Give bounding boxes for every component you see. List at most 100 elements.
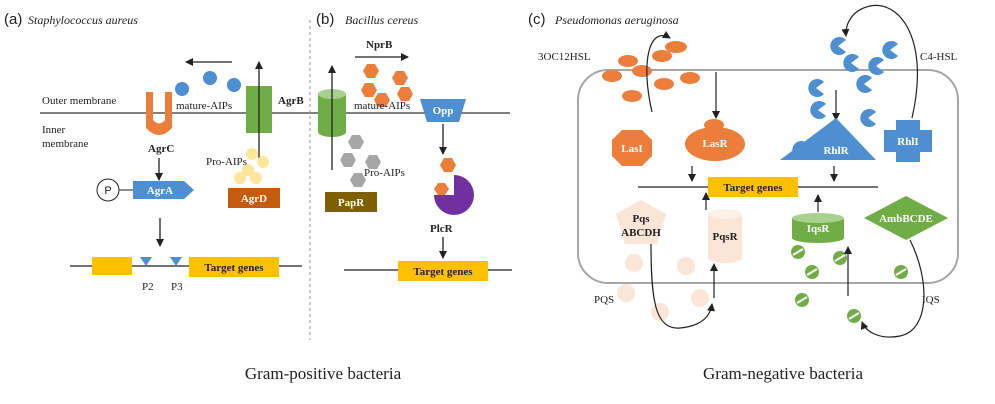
pqs-dot [677,257,695,275]
oc12hsl-export-arrow [646,30,671,113]
mature-aip-hex [374,93,390,107]
phospho-label: P [104,185,111,197]
target-genes-box-a [189,257,279,277]
pqsr-cylinder [708,214,742,258]
pro-aip-dot [257,156,269,168]
oc12hsl-label: 3OC12HSL [538,51,591,63]
oc12hsl-blob [602,70,622,82]
rhlr-triangle [780,118,876,160]
panel-b-organism: Bacillus cereus [345,13,419,27]
oc12hsl-blob [654,78,674,90]
iqs-dot [847,309,861,323]
c4hsl-pac [882,41,898,59]
pro-aip-hex [350,173,366,187]
target-genes-box-b [398,261,488,281]
agrc-label: AgrC [148,143,174,155]
iqs-dot [791,245,805,259]
agra-box [133,181,194,199]
pro-aip-hex [365,155,381,169]
c4hsl-pac [843,54,859,72]
agrd-label: AgrD [241,193,267,205]
mature-aip-hex [361,83,377,97]
c4hsl-export-arrow [841,4,918,119]
panel-c-organism: Pseudomonas aeruginosa [554,13,679,27]
p3-triangle [170,257,182,266]
rhlr-bound-pac [792,141,808,159]
pro-aip-dot [250,172,262,184]
inner-membrane-label-2: membrane [42,138,89,150]
pro-aips-label-b: Pro-AIPs [364,167,405,179]
rhlr-label: RhlR [823,145,849,157]
panel-a-letter: (a) [4,11,22,28]
pqs-label: PQS [594,294,614,306]
bound-aip-hex [440,158,456,172]
lasi-label: LasI [621,143,642,155]
lasi-octagon [612,130,652,166]
pqs-dot [691,289,709,307]
pro-aips-label-a: Pro-AIPs [206,156,247,168]
papr-box [325,192,377,212]
lasr-receptor [685,127,745,161]
iqs-dot [795,293,809,307]
mature-aip-hex [392,71,408,85]
pqsr-cylinder-bottom [708,253,742,263]
agrd-box [228,188,280,208]
panel-b-letter: (b) [316,11,334,28]
nprb-label: NprB [366,39,393,51]
c4hsl-pac [856,75,872,93]
iqs-dot [833,251,847,265]
oc12hsl-blob [618,55,638,67]
opp-transporter [420,99,466,122]
iqs-loop-arrow [860,239,925,338]
iqsr-cylinder-bottom [792,233,844,243]
target-genes-label-b: Target genes [413,266,473,278]
iqs-label: IQS [922,294,940,306]
p2-label: P2 [142,281,154,293]
iqs-dot [805,265,819,279]
plcr-label: PlcR [430,223,454,235]
rhli-label: RhlI [897,136,918,148]
p3-label: P3 [171,281,183,293]
gram-negative-caption: Gram-negative bacteria [703,364,863,383]
oc12hsl-blob [632,65,652,77]
gene-box-a [92,257,132,275]
pqsr-cylinder-top [708,209,742,219]
p2-triangle [140,257,152,266]
pro-aip-hex [348,135,364,149]
oc12hsl-blob [665,41,687,53]
mature-aip-hex [397,87,413,101]
mature-aip-dot [175,82,189,96]
mature-aips-label-a: mature-AIPs [176,100,232,112]
pqs-abcdh-label-2: ABCDH [621,227,661,239]
pro-aip-dot [246,148,258,160]
mature-aip-hex [363,64,379,78]
c4hsl-pac [808,79,824,97]
target-genes-label-a: Target genes [204,262,264,274]
papr-label: PapR [338,197,365,209]
lasr-bound-blob [704,119,724,131]
pro-aip-dot [242,164,254,176]
pqs-abcdh-label-1: Pqs [632,213,650,225]
agrc-receptor [146,92,172,135]
oc12hsl-blob [680,72,700,84]
pqs-loop-arrow [650,243,715,329]
oc12hsl-blob [652,50,672,62]
target-genes-label-c: Target genes [723,182,783,194]
oc12hsl-blob [622,90,642,102]
panel-a-organism: Staphylococcus aureus [28,13,138,27]
cell-envelope [577,69,959,284]
ambbcde-label: AmbBCDE [879,213,933,225]
target-genes-box-c [708,177,798,197]
pqs-abcdh-pentagon [616,200,666,244]
pqs-dot [625,254,643,272]
mature-aip-dot [203,71,217,85]
pqs-dot [617,284,635,302]
pqsr-label: PqsR [712,231,738,243]
agrb-label: AgrB [278,95,304,107]
iqsr-cylinder-top [792,213,844,223]
agra-label: AgrA [147,185,173,197]
c4hsl-pac [868,57,884,75]
iqsr-cylinder [792,218,844,238]
